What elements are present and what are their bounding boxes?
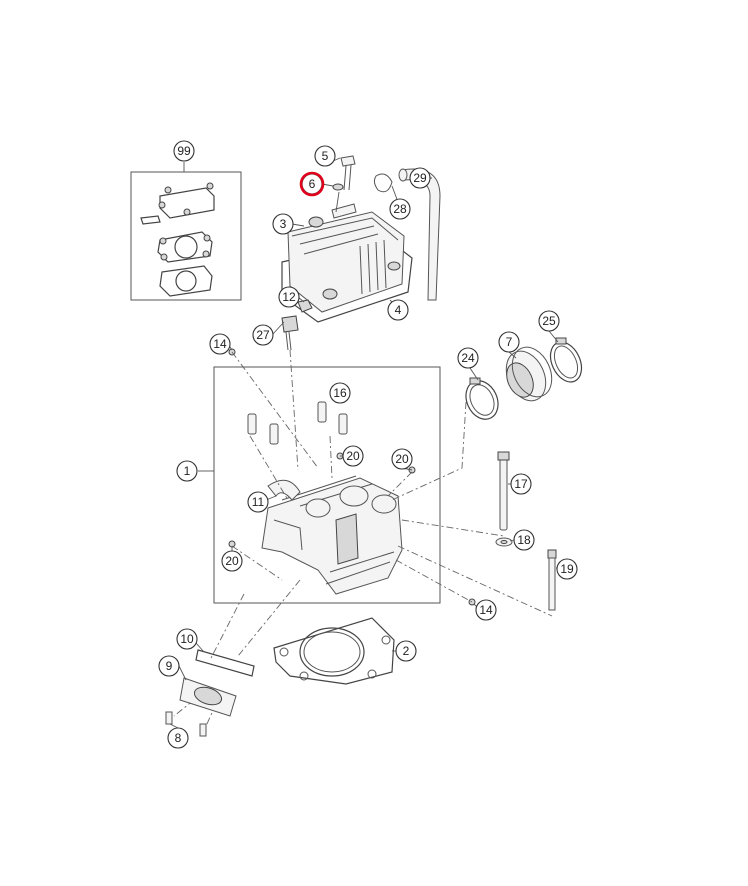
svg-text:1: 1 bbox=[184, 464, 191, 478]
clamp-24 bbox=[465, 377, 499, 420]
svg-text:16: 16 bbox=[333, 386, 347, 400]
valve-guides bbox=[247, 401, 348, 445]
stud-17 bbox=[497, 451, 510, 531]
callout-99[interactable]: 99 bbox=[173, 140, 195, 162]
cylinder-head-box bbox=[198, 366, 441, 604]
svg-text:4: 4 bbox=[395, 303, 402, 317]
callout-4[interactable]: 4 bbox=[387, 299, 409, 321]
cylinder-head bbox=[228, 348, 476, 606]
head-gasket bbox=[273, 617, 395, 685]
svg-text:9: 9 bbox=[166, 659, 173, 673]
callout-20-mid[interactable]: 20 bbox=[342, 445, 364, 467]
svg-text:12: 12 bbox=[282, 290, 296, 304]
flange-9 bbox=[179, 677, 237, 717]
svg-text:7: 7 bbox=[506, 335, 513, 349]
callout-18[interactable]: 18 bbox=[513, 529, 535, 551]
svg-text:27: 27 bbox=[256, 328, 270, 342]
svg-text:19: 19 bbox=[560, 562, 574, 576]
assembly-lines bbox=[173, 349, 553, 727]
callout-1[interactable]: 1 bbox=[176, 460, 198, 482]
callout-14-bottom[interactable]: 14 bbox=[475, 599, 497, 621]
clamp-25 bbox=[549, 337, 583, 383]
callout-7[interactable]: 7 bbox=[498, 331, 520, 353]
callout-2[interactable]: 2 bbox=[395, 640, 417, 662]
svg-text:17: 17 bbox=[514, 477, 528, 491]
bolts-8 bbox=[165, 711, 207, 737]
highlight-ring bbox=[299, 171, 325, 197]
svg-text:6: 6 bbox=[309, 177, 316, 191]
svg-text:29: 29 bbox=[413, 171, 427, 185]
svg-text:20: 20 bbox=[346, 449, 360, 463]
svg-text:20: 20 bbox=[395, 452, 409, 466]
callout-20-left[interactable]: 20 bbox=[221, 550, 243, 572]
callout-20-right[interactable]: 20 bbox=[391, 448, 413, 470]
svg-text:11: 11 bbox=[252, 495, 265, 509]
svg-text:8: 8 bbox=[175, 731, 182, 745]
callout-3[interactable]: 3 bbox=[272, 213, 294, 235]
svg-text:3: 3 bbox=[280, 217, 287, 231]
svg-text:14: 14 bbox=[479, 603, 493, 617]
callout-16[interactable]: 16 bbox=[329, 382, 351, 404]
svg-text:18: 18 bbox=[517, 533, 531, 547]
callout-17[interactable]: 17 bbox=[510, 473, 532, 495]
callout-5[interactable]: 5 bbox=[314, 145, 336, 167]
svg-text:2: 2 bbox=[403, 644, 410, 658]
callout-24[interactable]: 24 bbox=[457, 347, 479, 369]
svg-text:10: 10 bbox=[180, 632, 194, 646]
sensor bbox=[281, 315, 299, 351]
intake-boot bbox=[505, 346, 553, 402]
callout-29[interactable]: 29 bbox=[409, 167, 431, 189]
gasket-10 bbox=[195, 649, 255, 677]
callouts: 99 5 6 29 28 3 12 4 27 14 16 24 7 25 1 2… bbox=[158, 140, 578, 749]
svg-text:20: 20 bbox=[225, 554, 239, 568]
svg-text:28: 28 bbox=[393, 202, 407, 216]
callout-19[interactable]: 19 bbox=[556, 558, 578, 580]
callout-8[interactable]: 8 bbox=[167, 727, 189, 749]
svg-text:99: 99 bbox=[177, 144, 191, 158]
callout-11[interactable]: 11 bbox=[247, 491, 269, 513]
svg-text:25: 25 bbox=[542, 314, 556, 328]
callout-10[interactable]: 10 bbox=[176, 628, 198, 650]
callout-6[interactable]: 6 bbox=[299, 171, 325, 197]
callout-28[interactable]: 28 bbox=[389, 198, 411, 220]
callout-9[interactable]: 9 bbox=[158, 655, 180, 677]
svg-text:14: 14 bbox=[213, 337, 227, 351]
callout-27[interactable]: 27 bbox=[252, 324, 274, 346]
callout-25[interactable]: 25 bbox=[538, 310, 560, 332]
valve-cover bbox=[281, 155, 413, 323]
bolt-19 bbox=[547, 549, 557, 611]
svg-text:5: 5 bbox=[322, 149, 329, 163]
svg-text:24: 24 bbox=[461, 351, 475, 365]
callout-14-top[interactable]: 14 bbox=[209, 333, 231, 355]
gasket-set-box bbox=[130, 162, 242, 301]
washer-18 bbox=[495, 537, 513, 547]
callout-12[interactable]: 12 bbox=[278, 286, 300, 308]
